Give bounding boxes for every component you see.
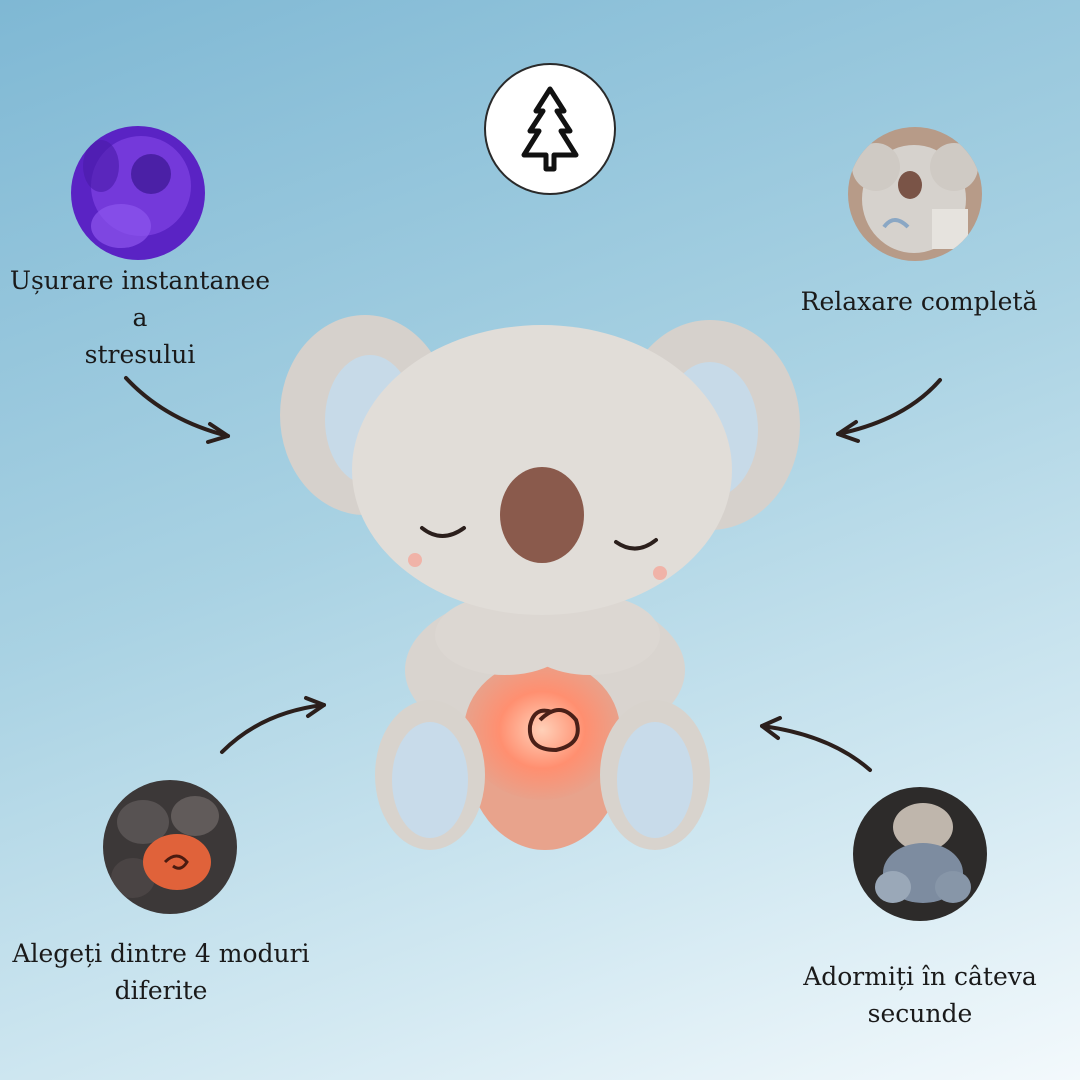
- arrow-top-right-icon: [836, 378, 942, 443]
- feature-image-purple-light: [71, 126, 205, 260]
- feature-label-line: Alegeți dintre 4 moduri: [12, 939, 310, 968]
- feature-label-line: Relaxare completă: [800, 287, 1038, 316]
- feature-label-line: Ușurare instantanee a: [9, 266, 271, 332]
- feature-label-stress: Ușurare instantanee a stresului: [0, 262, 280, 373]
- feature-label-line: stresului: [84, 340, 196, 369]
- pine-tree-icon: [521, 86, 579, 172]
- arrow-top-left-icon: [124, 376, 230, 444]
- feature-label-relax: Relaxare completă: [780, 283, 1058, 320]
- feature-image-relaxation: [848, 127, 982, 261]
- feature-label-sleep: Adormiți în câteva secunde: [782, 958, 1058, 1032]
- feature-image-sleep: [853, 787, 987, 921]
- feature-label-modes: Alegeți dintre 4 moduri diferite: [0, 935, 322, 1009]
- feature-label-line: diferite: [114, 976, 208, 1005]
- feature-label-line: secunde: [867, 999, 973, 1028]
- feature-label-line: Adormiți în câteva: [803, 962, 1037, 991]
- feature-image-modes: [103, 780, 237, 914]
- koala-plush-image: [280, 315, 800, 850]
- brand-logo: [484, 63, 616, 195]
